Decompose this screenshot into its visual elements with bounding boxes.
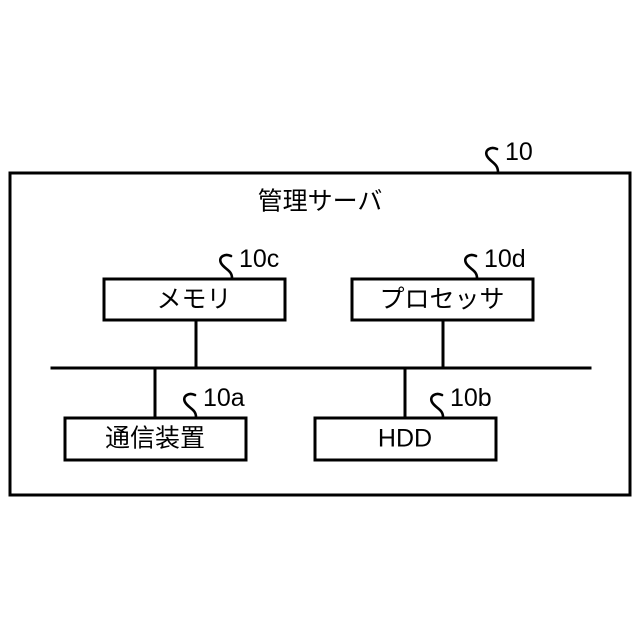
- leader-hook-10: [485, 146, 500, 174]
- leader-hook-10b: [430, 392, 445, 419]
- reference-label-10b: 10b: [450, 384, 492, 412]
- box-hdd: [313, 416, 498, 462]
- box-label-memory: メモリ: [156, 286, 231, 314]
- leader-hook-10a: [183, 392, 198, 419]
- box-label-communication-device: 通信装置: [105, 425, 205, 453]
- leader-hook-10d: [464, 253, 479, 280]
- frame-title-management-server: 管理サーバ: [258, 188, 383, 216]
- box-communication-device: [63, 416, 248, 462]
- reference-label-10: 10: [505, 138, 533, 166]
- reference-label-10d: 10d: [484, 245, 526, 273]
- box-label-processor: プロセッサ: [379, 286, 504, 314]
- leader-hook-10c: [219, 253, 234, 280]
- box-processor: [350, 277, 535, 322]
- box-memory: [102, 277, 287, 322]
- reference-label-10a: 10a: [203, 384, 245, 412]
- reference-label-10c: 10c: [239, 245, 279, 273]
- box-label-hdd: HDD: [378, 425, 432, 453]
